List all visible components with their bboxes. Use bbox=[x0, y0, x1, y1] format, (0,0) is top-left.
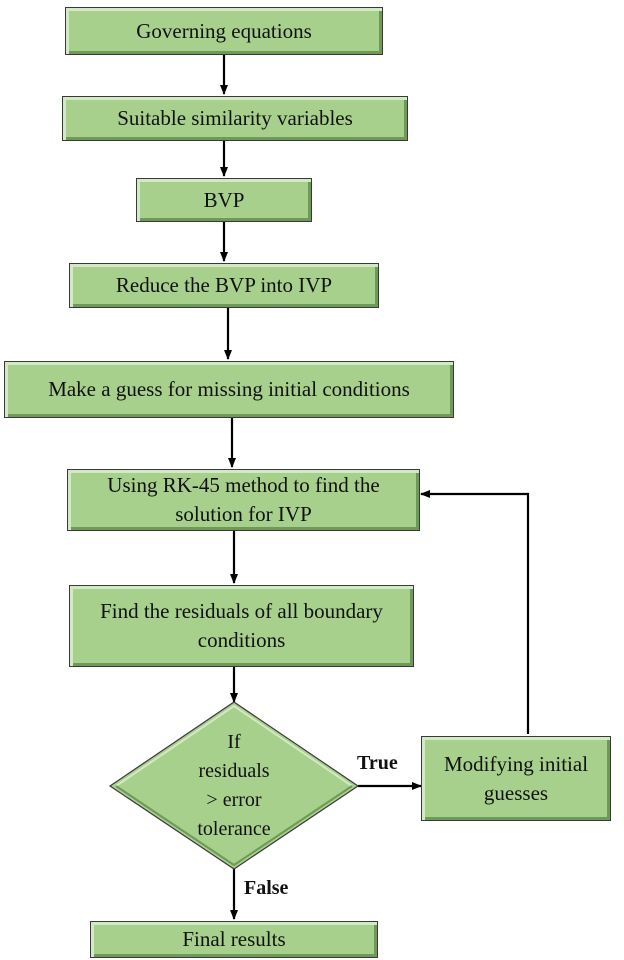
edge-label-false: False bbox=[244, 877, 289, 899]
node-reduce-bvp-ivp: Reduce the BVP into IVP bbox=[69, 263, 379, 308]
edge-label-true: True bbox=[357, 752, 398, 774]
node-similarity-variables-label: Suitable similarity variables bbox=[117, 106, 353, 130]
node-final-results-label: Final results bbox=[182, 927, 286, 951]
decision-diamond-highlight bbox=[115, 704, 353, 787]
decision-label: If residuals > error tolerance bbox=[197, 731, 271, 840]
node-governing-equations-label: Governing equations bbox=[136, 18, 312, 43]
node-rk45-method-label: Using RK-45 method to find the solution … bbox=[107, 473, 380, 526]
node-make-guess: Make a guess for missing initial conditi… bbox=[4, 361, 454, 418]
node-find-residuals: Find the residuals of all boundary condi… bbox=[69, 585, 414, 667]
node-find-residuals-label: Find the residuals of all boundary condi… bbox=[100, 599, 383, 652]
node-modify-guesses-label: Modifying initial guesses bbox=[443, 751, 589, 805]
node-bvp: BVP bbox=[136, 178, 312, 222]
decision-diamond bbox=[108, 701, 360, 870]
node-reduce-bvp-ivp-label: Reduce the BVP into IVP bbox=[115, 273, 333, 297]
node-make-guess-label: Make a guess for missing initial conditi… bbox=[48, 377, 410, 401]
node-bvp-label: BVP bbox=[203, 187, 245, 212]
node-rk45-method: Using RK-45 method to find the solution … bbox=[67, 469, 420, 531]
node-final-results: Final results bbox=[90, 921, 378, 958]
node-modify-guesses: Modifying initial guesses bbox=[421, 736, 611, 821]
arrow-modify-to-rk45-loop bbox=[420, 490, 530, 734]
node-governing-equations: Governing equations bbox=[65, 7, 383, 55]
decision-diamond-shade bbox=[115, 785, 353, 867]
node-similarity-variables: Suitable similarity variables bbox=[62, 96, 408, 141]
